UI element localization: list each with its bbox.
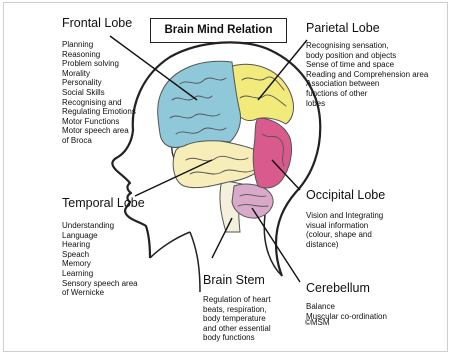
cerebellum-leader	[252, 208, 300, 282]
function-line: Problem solving	[62, 59, 136, 69]
function-line: distance)	[306, 240, 383, 250]
function-line: Sense of time and space	[306, 60, 428, 70]
function-line: Motor Functions	[62, 117, 136, 127]
function-line: beats, respiration,	[203, 305, 271, 315]
function-line: visual information	[306, 221, 383, 231]
frontal-lobe-heading: Frontal Lobe	[62, 16, 132, 30]
function-line: body temperature	[203, 314, 271, 324]
brainstem-leader	[212, 218, 232, 258]
function-line: Association between	[306, 79, 428, 89]
function-line: Recognising and	[62, 98, 136, 108]
function-line: and other essential	[203, 324, 271, 334]
function-line: Personality	[62, 78, 136, 88]
temporal-lobe-heading: Temporal Lobe	[62, 196, 145, 210]
function-line: Vision and Integrating	[306, 211, 383, 221]
credit-text: ©MSM	[305, 318, 330, 328]
function-line: Learning	[62, 269, 138, 279]
function-line: functions of other	[306, 89, 428, 99]
function-line: lobes	[306, 99, 428, 109]
neck-line-front	[190, 232, 200, 292]
occipital-lobe-shape	[253, 118, 291, 188]
function-line: Reading and Comprehension area	[306, 70, 428, 80]
function-line: Sensory speech area	[62, 279, 138, 289]
jaw-line	[150, 232, 190, 258]
brain-stem-heading: Brain Stem	[203, 273, 265, 287]
cerebellum-shape	[232, 184, 273, 218]
function-line: (colour, shape and	[306, 230, 383, 240]
function-line: body position and objects	[306, 51, 428, 61]
function-line: Understanding	[62, 221, 138, 231]
function-line: body functions	[203, 333, 271, 343]
function-line: Recognising sensation,	[306, 41, 428, 51]
parietal-lobe-heading: Parietal Lobe	[306, 21, 380, 35]
function-line: of Wernicke	[62, 288, 138, 298]
frontal-lobe-shape	[158, 61, 241, 147]
function-line: Regulation of heart	[203, 295, 271, 305]
function-line: Language	[62, 231, 138, 241]
function-line: Reasoning	[62, 50, 136, 60]
function-line: of Broca	[62, 136, 136, 146]
function-line: Morality	[62, 69, 136, 79]
parietal-lobe-functions: Recognising sensation,body position and …	[306, 41, 428, 108]
function-line: Speach	[62, 250, 138, 260]
cerebellum-heading: Cerebellum	[306, 281, 370, 295]
function-line: Social Skills	[62, 88, 136, 98]
function-line: Regulating Emotions	[62, 107, 136, 117]
function-line: Planning	[62, 40, 136, 50]
function-line: Hearing	[62, 240, 138, 250]
diagram-title: Brain Mind Relation	[150, 18, 287, 43]
function-line: Balance	[306, 302, 387, 312]
function-line: Memory	[62, 259, 138, 269]
function-line: Motor speech area	[62, 126, 136, 136]
occipital-lobe-heading: Occipital Lobe	[306, 188, 385, 202]
